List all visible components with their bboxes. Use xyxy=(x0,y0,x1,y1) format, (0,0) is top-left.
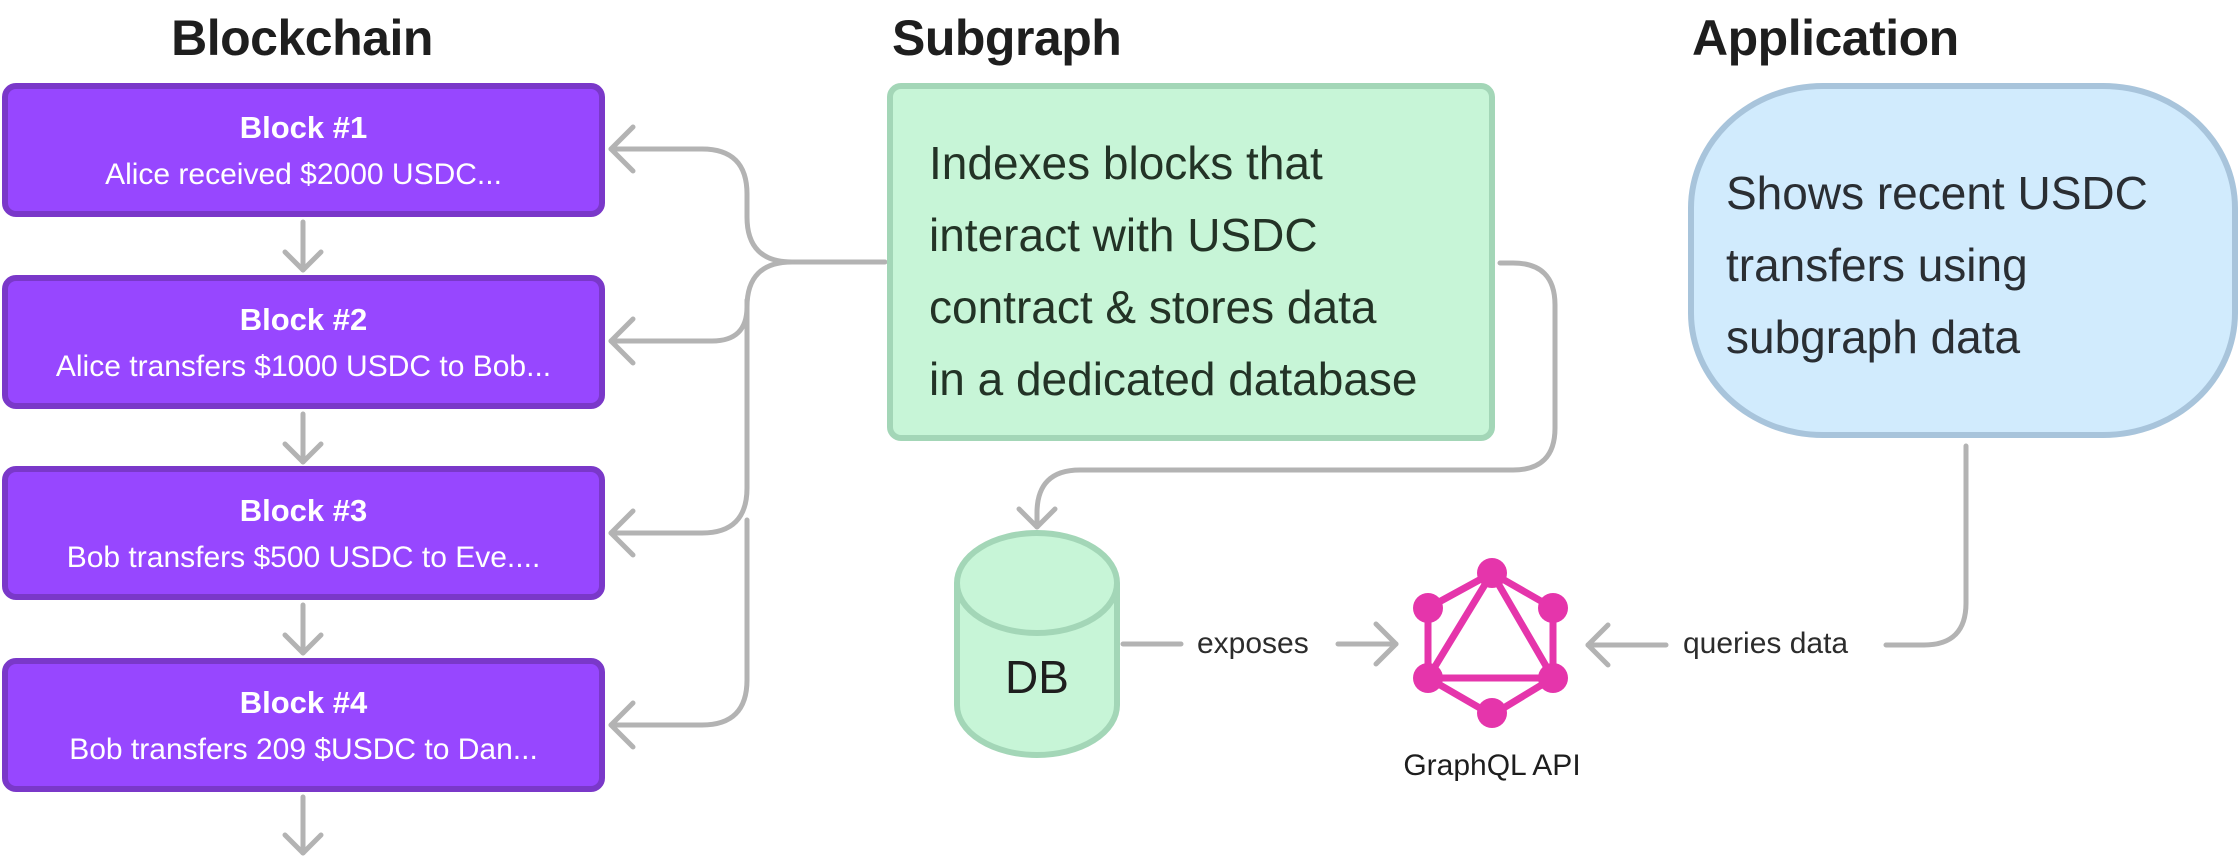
subgraph-heading: Subgraph xyxy=(892,10,1122,66)
queries-connector xyxy=(1585,443,1969,668)
block-card: Block #4 Bob transfers 209 $USDC to Dan.… xyxy=(2,658,605,792)
exposes-connector xyxy=(1120,621,1399,667)
subgraph-line: Indexes blocks that xyxy=(929,137,1323,189)
application-line: Shows recent USDC xyxy=(1726,167,2148,219)
block-card: Block #1 Alice received $2000 USDC... xyxy=(2,83,605,217)
chain-arrow-1-2 xyxy=(282,219,324,273)
application-description: Shows recent USDC transfers using subgra… xyxy=(1726,157,2148,373)
subgraph-line: interact with USDC xyxy=(929,209,1318,261)
block-description: Alice received $2000 USDC... xyxy=(105,158,502,191)
subgraph-to-db-connector xyxy=(1016,260,1558,530)
block-title: Block #4 xyxy=(239,685,368,720)
block-title: Block #1 xyxy=(239,110,368,145)
exposes-label: exposes xyxy=(1197,627,1309,660)
block-description: Bob transfers 209 $USDC to Dan... xyxy=(69,733,538,766)
subgraph-box: Indexes blocks that interact with USDC c… xyxy=(887,83,1495,441)
chain-arrow-3-4 xyxy=(282,602,324,656)
block-title: Block #3 xyxy=(239,493,368,528)
subgraph-description: Indexes blocks that interact with USDC c… xyxy=(929,127,1418,415)
block-card: Block #2 Alice transfers $1000 USDC to B… xyxy=(2,275,605,409)
block-description: Alice transfers $1000 USDC to Bob... xyxy=(55,350,552,383)
database-cylinder xyxy=(954,530,1120,758)
chain-arrow-next xyxy=(282,794,324,856)
block-description: Bob transfers $500 USDC to Eve.... xyxy=(66,541,541,574)
blockchain-heading: Blockchain xyxy=(171,10,433,66)
subgraph-line: in a dedicated database xyxy=(929,353,1418,405)
block-card: Block #3 Bob transfers $500 USDC to Eve.… xyxy=(2,466,605,600)
application-box: Shows recent USDC transfers using subgra… xyxy=(1688,83,2238,438)
chain-arrow-2-3 xyxy=(282,411,324,465)
application-line: subgraph data xyxy=(1726,311,2021,363)
graphql-api-label: GraphQL API xyxy=(1403,749,1581,782)
subgraph-line: contract & stores data xyxy=(929,281,1377,333)
application-heading: Application xyxy=(1692,10,1959,66)
subgraph-index-connector xyxy=(608,124,888,750)
application-line: transfers using xyxy=(1726,239,2028,291)
database-label: DB xyxy=(1005,651,1069,703)
queries-data-label: queries data xyxy=(1683,627,1849,660)
block-title: Block #2 xyxy=(239,302,368,337)
graphql-icon xyxy=(1413,558,1568,728)
